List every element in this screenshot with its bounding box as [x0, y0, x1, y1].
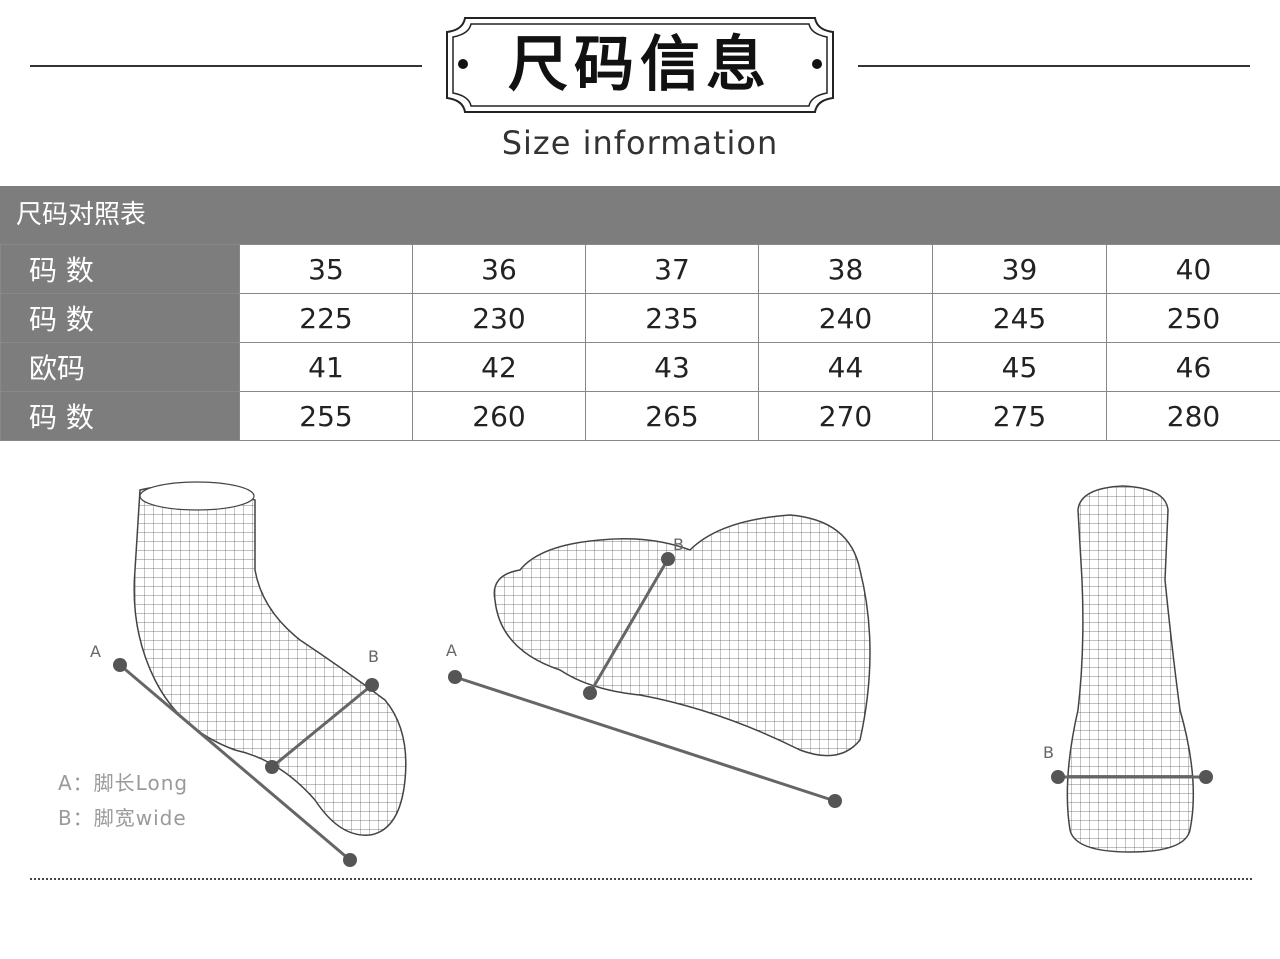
- row-label: 码 数: [0, 293, 240, 343]
- table-cell: 43: [585, 342, 759, 392]
- table-cell: 36: [412, 244, 586, 294]
- table-cell: 275: [932, 391, 1107, 441]
- table-cell: 37: [585, 244, 759, 294]
- table-row: 欧码 41 42 43 44 45 46: [0, 342, 1280, 392]
- legend-foot-length: A：脚长Long: [58, 771, 189, 795]
- table-cell: 46: [1106, 342, 1280, 392]
- point-b-label: B: [1043, 743, 1054, 762]
- table-cell: 42: [412, 342, 586, 392]
- point-b-label: B: [368, 647, 379, 666]
- table-cell: 40: [1106, 244, 1280, 294]
- table-cell: 240: [758, 293, 933, 343]
- title-dot-right: [812, 59, 822, 69]
- foot-back-view: B: [1043, 485, 1213, 853]
- table-cell: 41: [239, 342, 413, 392]
- page-subtitle: Size information: [501, 124, 779, 162]
- table-cell: 270: [758, 391, 933, 441]
- foot-side-view: A B: [90, 481, 407, 867]
- table-cell: 255: [239, 391, 413, 441]
- point-a-label: A: [446, 641, 457, 660]
- page-title: 尺码信息: [508, 30, 772, 100]
- table-cell: 225: [239, 293, 413, 343]
- table-cell: 35: [239, 244, 413, 294]
- table-cell: 44: [758, 342, 933, 392]
- dotted-divider: [30, 878, 1252, 880]
- table-cell: 250: [1106, 293, 1280, 343]
- size-table-caption: 尺码对照表: [0, 186, 1280, 244]
- size-grid: 码 数 35 36 37 38 39 40 码 数 225 230 235 24…: [0, 244, 1280, 441]
- foot-top-view: A B: [446, 514, 871, 808]
- table-cell: 260: [412, 391, 586, 441]
- table-cell: 39: [932, 244, 1107, 294]
- table-row: 码 数 35 36 37 38 39 40: [0, 244, 1280, 294]
- table-cell: 245: [932, 293, 1107, 343]
- size-table: 尺码对照表 码 数 35 36 37 38 39 40 码 数 225 230 …: [0, 186, 1280, 441]
- title-dot-left: [458, 59, 468, 69]
- row-label: 码 数: [0, 244, 240, 294]
- table-cell: 265: [585, 391, 759, 441]
- row-label: 码 数: [0, 391, 240, 441]
- table-row: 码 数 225 230 235 240 245 250: [0, 293, 1280, 343]
- title-plaque: 尺码信息: [445, 16, 835, 114]
- row-label: 欧码: [0, 342, 240, 392]
- foot-measurement-diagrams: A B A B B: [90, 481, 1213, 867]
- table-cell: 235: [585, 293, 759, 343]
- table-row: 码 数 255 260 265 270 275 280: [0, 391, 1280, 441]
- table-cell: 280: [1106, 391, 1280, 441]
- legend-foot-width: B：脚宽wide: [58, 806, 187, 830]
- header-rule-left: [30, 65, 422, 67]
- point-a-label: A: [90, 642, 101, 661]
- header-rule-right: [858, 65, 1250, 67]
- point-b-label: B: [673, 535, 684, 554]
- plaque-frame: [446, 17, 834, 113]
- table-cell: 38: [758, 244, 933, 294]
- table-cell: 230: [412, 293, 586, 343]
- table-cell: 45: [932, 342, 1107, 392]
